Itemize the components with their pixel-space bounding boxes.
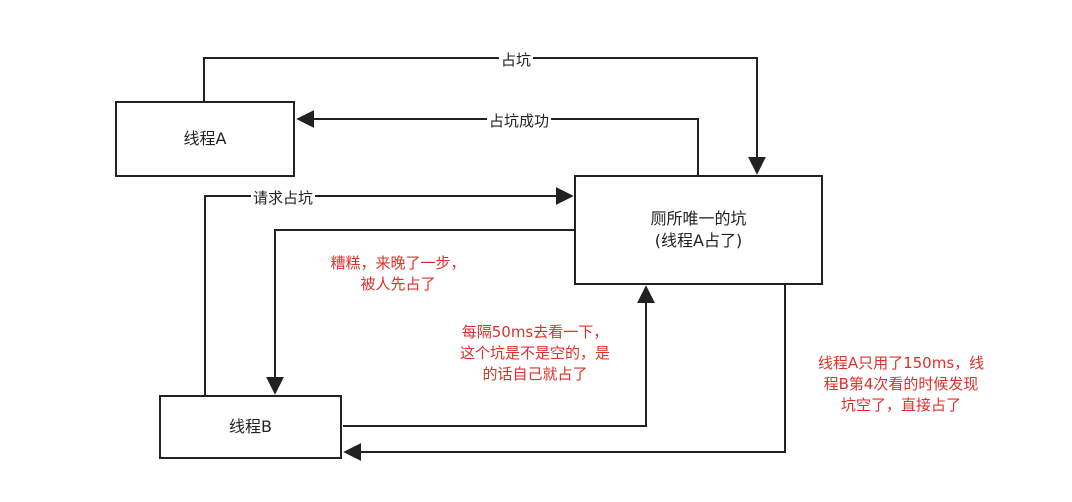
edge-polling-arrow (343, 285, 655, 427)
note-polling: 每隔50ms去看一下， 这个坑是不是空的，是 的话自己就占了 (434, 322, 636, 385)
note-released: 线程A只用了150ms，线 程B第4次看的时候发现 坑空了，直接占了 (792, 353, 1010, 416)
note-released-line1: 线程A只用了150ms，线 (817, 354, 985, 372)
node-toilet-label-line1: 厕所唯一的坑 (650, 209, 747, 228)
node-thread-a-label: 线程A (183, 129, 227, 148)
edge-request-occupy-arrow (204, 187, 574, 396)
note-too-late-line1: 糟糕，来晚了一步， (330, 254, 466, 272)
node-toilet: 厕所唯一的坑 (线程A占了) (574, 175, 823, 285)
edge-occupy-arrow (203, 57, 766, 175)
edge-too-late-arrow (266, 229, 576, 395)
node-thread-b-label: 线程B (229, 417, 272, 436)
note-polling-line1: 每隔50ms去看一下， (461, 323, 609, 341)
edge-request-occupy-label: 请求占坑 (251, 187, 316, 208)
node-toilet-label-line2: (线程A占了) (654, 231, 743, 250)
note-polling-line3: 的话自己就占了 (482, 365, 588, 383)
note-too-late: 糟糕，来晚了一步， 被人先占了 (312, 253, 484, 295)
note-released-line3: 坑空了，直接占了 (840, 396, 961, 414)
edge-occupy-success-arrow (296, 110, 699, 175)
note-too-late-line2: 被人先占了 (360, 275, 436, 293)
edge-occupy-label: 占坑 (499, 49, 534, 70)
node-thread-b: 线程B (159, 395, 342, 459)
node-thread-a: 线程A (115, 101, 295, 177)
edge-released-arrow (343, 284, 786, 461)
edge-occupy-success-label: 占坑成功 (487, 110, 552, 131)
note-released-line2: 程B第4次看的时候发现 (823, 375, 979, 393)
note-polling-line2: 这个坑是不是空的，是 (459, 344, 610, 362)
